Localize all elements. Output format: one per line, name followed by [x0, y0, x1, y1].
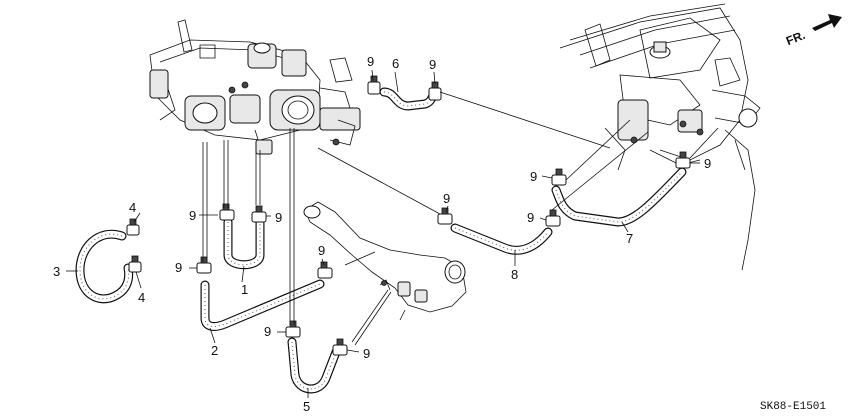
- front-label: FR.: [784, 28, 807, 48]
- callout-9: 9: [530, 169, 537, 184]
- hose-1: [223, 217, 265, 270]
- hose-clamp: [675, 151, 691, 169]
- hose-clamps: [126, 75, 691, 356]
- callout-9: 9: [175, 260, 182, 275]
- hose-clamp: [126, 218, 140, 236]
- hose-clamp: [251, 205, 267, 223]
- callout-5: 5: [303, 399, 310, 414]
- front-direction-indicator: FR.: [784, 14, 842, 48]
- callout-labels: 1 2 3 4 4 5 6 7 8 9 9 9 9 9 9 9 9 9 9 9 …: [53, 54, 711, 414]
- callout-9: 9: [527, 210, 534, 225]
- hose-clamp: [551, 168, 567, 186]
- callout-1: 1: [241, 282, 248, 297]
- hose-5: [287, 337, 341, 394]
- callout-9: 9: [429, 57, 436, 72]
- leader-lines: [66, 69, 700, 398]
- hose-3: [75, 229, 134, 304]
- hose-7: [551, 167, 687, 227]
- hose-clamp: [545, 209, 561, 227]
- hose-2: [200, 279, 325, 331]
- front-arrow-icon: [812, 14, 842, 31]
- hose-clamp: [332, 338, 348, 356]
- hose-clamp: [428, 81, 442, 101]
- callout-9: 9: [264, 324, 271, 339]
- callout-9: 9: [189, 208, 196, 223]
- callout-9: 9: [704, 156, 711, 171]
- hose-clamp: [317, 261, 333, 279]
- hose-clamp: [367, 75, 381, 95]
- throttle-body-assembly: [149, 19, 361, 155]
- hose-clamp: [437, 207, 453, 225]
- callout-8: 8: [511, 267, 518, 282]
- hose-clamp: [219, 203, 235, 221]
- hose-clamp: [285, 320, 301, 338]
- hose-clamp: [196, 256, 212, 274]
- callout-3: 3: [53, 264, 60, 279]
- water-outlet-housing: [303, 201, 467, 321]
- callout-9: 9: [318, 243, 325, 258]
- callout-9: 9: [363, 346, 370, 361]
- hose-clamp: [128, 255, 142, 273]
- engine-block: [559, 3, 761, 271]
- callout-9: 9: [443, 191, 450, 206]
- callout-9: 9: [275, 210, 282, 225]
- callout-2: 2: [211, 343, 218, 358]
- connection-lines: [202, 91, 719, 346]
- callout-9: 9: [367, 54, 374, 69]
- callout-6: 6: [392, 56, 399, 71]
- diagram-code: SK88-E1501: [760, 401, 826, 413]
- hose-8: [450, 223, 553, 255]
- callout-4-upper: 4: [129, 200, 136, 215]
- callout-7: 7: [626, 231, 633, 246]
- hose-6: [379, 87, 439, 111]
- callout-4-lower: 4: [138, 290, 145, 305]
